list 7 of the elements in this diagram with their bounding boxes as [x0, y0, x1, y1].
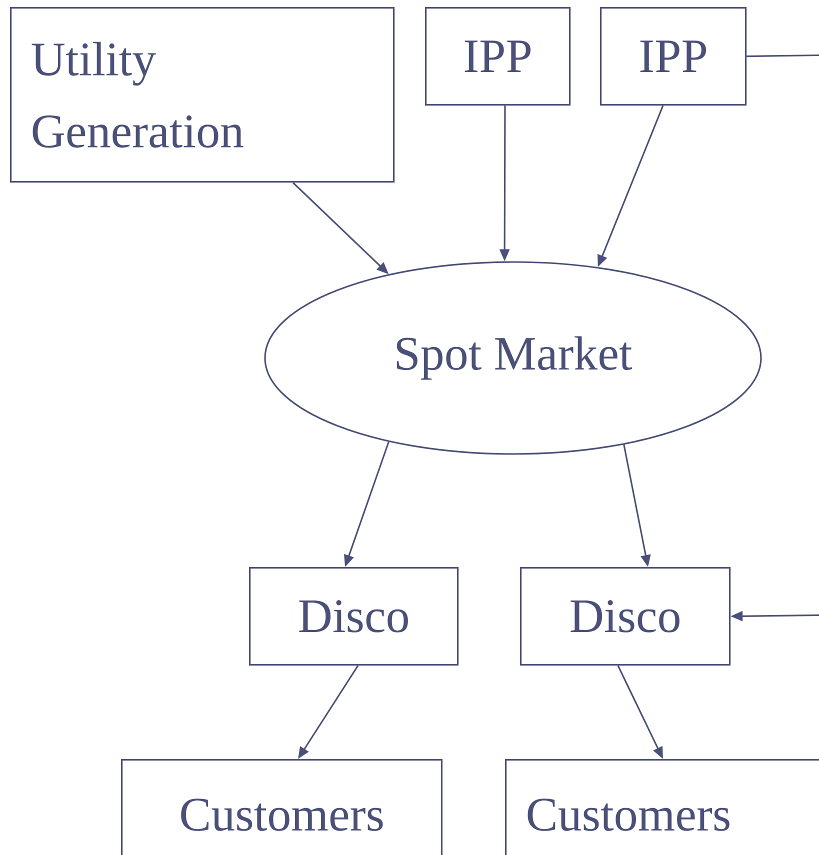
entity-box: IPP	[600, 7, 747, 106]
entity-box: Disco	[520, 567, 731, 666]
entity-box: IPP	[425, 7, 571, 106]
entity-box: Customers	[505, 759, 819, 855]
entity-box: Disco	[249, 567, 459, 666]
entity-box: Utility Generation	[10, 7, 395, 183]
entity-box: Customers	[121, 759, 443, 855]
